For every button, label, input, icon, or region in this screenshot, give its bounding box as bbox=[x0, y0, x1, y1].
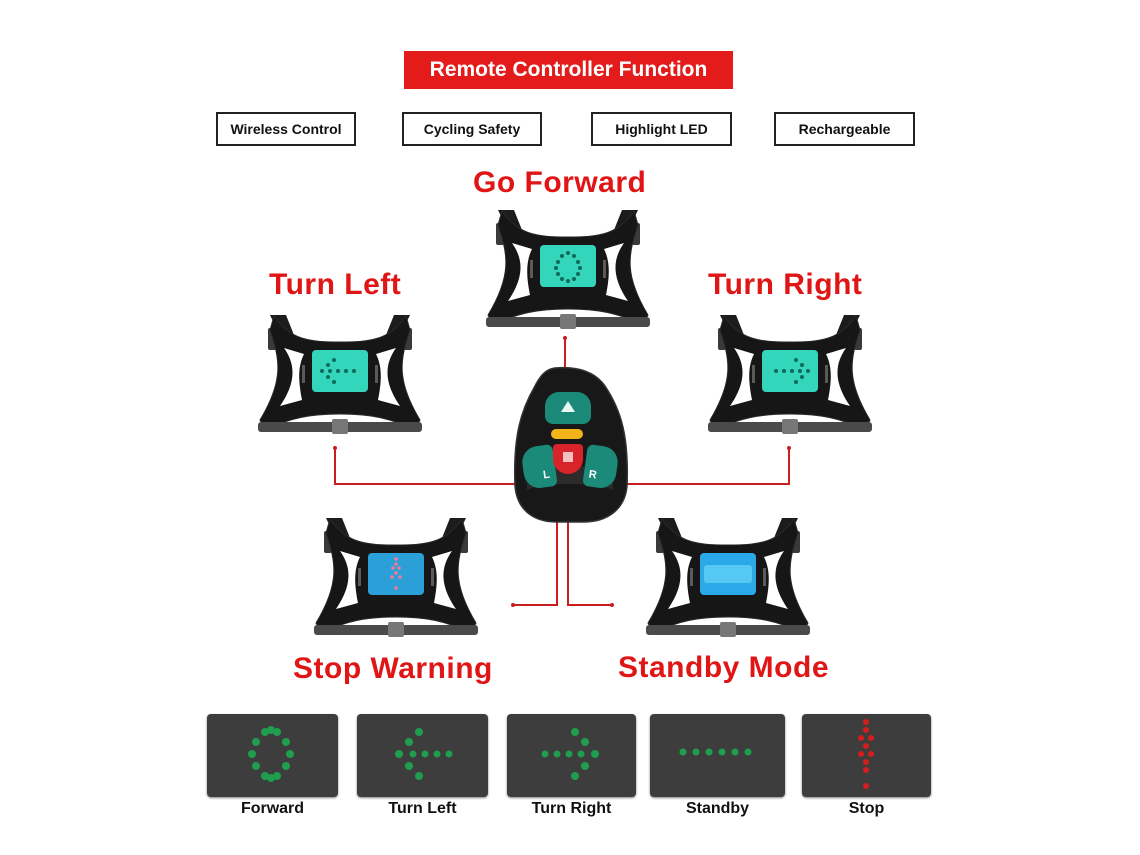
wire-dot-forward bbox=[563, 336, 567, 340]
caption-turn-left: Turn Left bbox=[388, 800, 457, 817]
feature-highlight-led: Highlight LED bbox=[591, 112, 732, 146]
wire-dot-right bbox=[787, 446, 791, 450]
label-turn-left: Turn Left bbox=[269, 268, 402, 301]
feature-wireless-control: Wireless Control bbox=[216, 112, 356, 146]
exclamation-dots-icon bbox=[858, 719, 874, 789]
wire-dot-stop bbox=[511, 603, 515, 607]
wire-dot-left bbox=[333, 446, 337, 450]
panel-forward bbox=[207, 714, 338, 797]
wire-dot-standby bbox=[610, 603, 614, 607]
right-button-label: R bbox=[588, 468, 598, 482]
remote-controller: L R bbox=[509, 366, 631, 524]
caption-standby: Standby bbox=[685, 800, 750, 817]
wire-stop-vertical bbox=[556, 455, 558, 605]
caption-forward: Forward bbox=[240, 800, 305, 817]
caption-turn-right: Turn Right bbox=[531, 800, 612, 817]
wire-left-vertical bbox=[334, 448, 336, 484]
panel-standby bbox=[650, 714, 785, 797]
warning-icon bbox=[563, 452, 573, 462]
stop-button[interactable] bbox=[553, 444, 583, 474]
caption-stop: Stop bbox=[848, 800, 885, 817]
standby-button[interactable] bbox=[551, 429, 583, 439]
panel-turn-right bbox=[507, 714, 636, 797]
wire-forward bbox=[564, 338, 566, 372]
panel-stop bbox=[802, 714, 931, 797]
left-button-label: L bbox=[542, 468, 551, 482]
wire-standby-horizontal bbox=[567, 604, 611, 606]
forward-button[interactable] bbox=[545, 392, 591, 424]
wire-left-horizontal bbox=[334, 483, 539, 485]
wire-stop-horizontal bbox=[514, 604, 558, 606]
label-go-forward: Go Forward bbox=[473, 166, 647, 199]
wire-right-vertical bbox=[788, 448, 790, 484]
vest-turn-left bbox=[250, 310, 430, 440]
label-turn-right: Turn Right bbox=[708, 268, 863, 301]
up-arrow-icon bbox=[561, 401, 575, 412]
wire-right-horizontal bbox=[598, 483, 790, 485]
line-dots-icon bbox=[679, 748, 752, 756]
title-banner: Remote Controller Function bbox=[404, 51, 733, 89]
panel-turn-left bbox=[357, 714, 488, 797]
label-standby-mode: Standby Mode bbox=[618, 651, 830, 684]
vest-standby-mode bbox=[638, 513, 818, 643]
circle-dots-icon bbox=[248, 726, 294, 782]
vest-stop-warning bbox=[306, 513, 486, 643]
label-stop-warning: Stop Warning bbox=[293, 652, 493, 685]
arrow-left-dots-icon bbox=[395, 728, 453, 780]
feature-rechargeable: Rechargeable bbox=[774, 112, 915, 146]
vest-go-forward bbox=[478, 205, 658, 335]
vest-turn-right bbox=[700, 310, 880, 440]
feature-cycling-safety: Cycling Safety bbox=[402, 112, 542, 146]
arrow-right-dots-icon bbox=[541, 728, 599, 780]
wire-standby-vertical bbox=[567, 455, 569, 605]
